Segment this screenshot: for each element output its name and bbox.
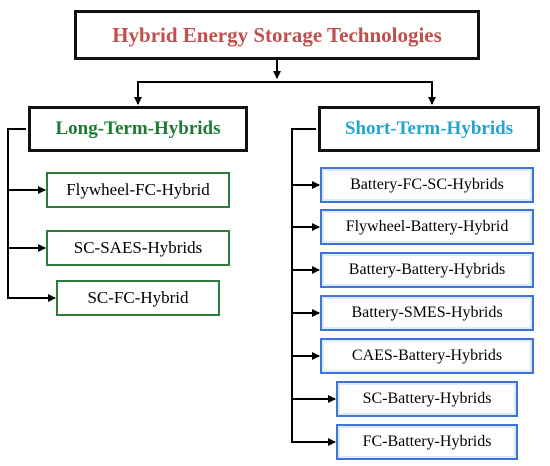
short-term-item-label: FC-Battery-Hybrids [362, 433, 492, 450]
long-term-hybrids-node: Long-Term-Hybrids [28, 106, 248, 152]
short-term-item: Flywheel-Battery-Hybrid [320, 209, 534, 245]
short-term-item-fill [324, 213, 530, 241]
short-term-item: Battery-SMES-Hybrids [320, 295, 534, 331]
long-term-item-label: SC-FC-Hybrid [87, 288, 189, 307]
root-node: Hybrid Energy Storage Technologies [74, 10, 480, 60]
short-term-item-label: CAES-Battery-Hybrids [351, 347, 503, 364]
long-term-item: SC-FC-Hybrid [56, 280, 220, 316]
short-term-item-label: Battery-SMES-Hybrids [351, 304, 503, 321]
long-term-item: SC-SAES-Hybrids [46, 230, 230, 266]
short-term-hybrids-label: Short-Term-Hybrids [344, 118, 514, 139]
long-term-item-label: Flywheel-FC-Hybrid [66, 180, 210, 199]
short-term-item: Battery-FC-SC-Hybrids [320, 167, 534, 203]
long-term-item: Flywheel-FC-Hybrid [46, 172, 230, 208]
short-term-item-fill [324, 299, 530, 327]
short-term-item-fill [324, 256, 530, 284]
short-term-item: SC-Battery-Hybrids [336, 381, 518, 417]
short-term-item-fill [324, 342, 530, 370]
long-term-hybrids-label: Long-Term-Hybrids [55, 118, 221, 139]
long-term-item-label: SC-SAES-Hybrids [73, 238, 203, 257]
short-term-item-fill [324, 171, 530, 199]
short-term-item-label: Battery-FC-SC-Hybrids [350, 176, 504, 193]
short-term-item-fill [340, 385, 514, 413]
short-term-item: Battery-Battery-Hybrids [320, 252, 534, 288]
short-term-item-label: Battery-Battery-Hybrids [348, 261, 506, 278]
short-term-item-label: Flywheel-Battery-Hybrid [345, 218, 509, 235]
root-label: Hybrid Energy Storage Technologies [112, 22, 442, 47]
short-term-item-fill [340, 428, 514, 456]
short-term-hybrids-node: Short-Term-Hybrids [318, 106, 540, 152]
short-term-item: CAES-Battery-Hybrids [320, 338, 534, 374]
short-term-item: FC-Battery-Hybrids [336, 424, 518, 460]
short-term-item-label: SC-Battery-Hybrids [362, 390, 492, 407]
